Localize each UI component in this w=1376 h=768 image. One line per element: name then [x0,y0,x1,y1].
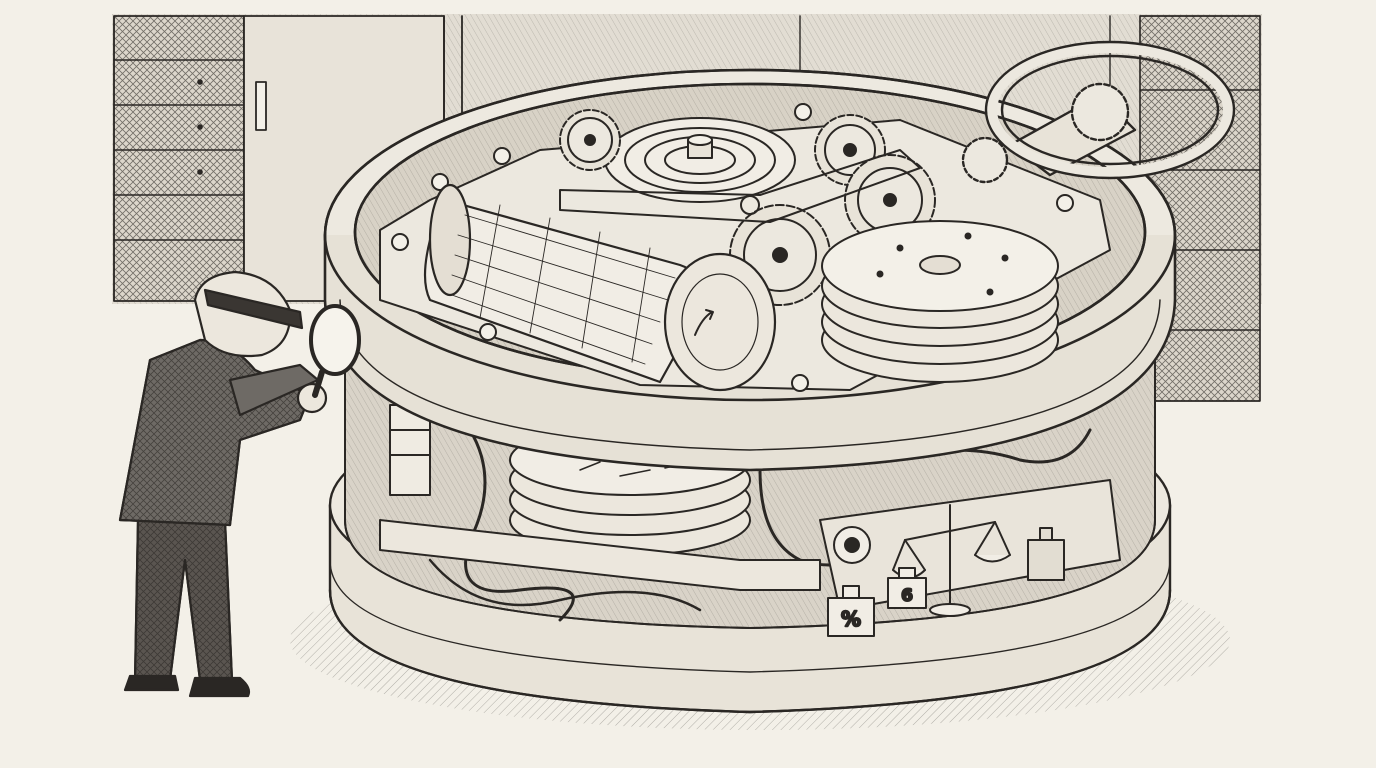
mainspring-icon [604,117,796,203]
left-cabinet [113,15,245,302]
six-weight-icon: 6 [887,567,927,609]
ruled-drum [423,183,777,392]
piston-cylinder [389,384,431,496]
box-weight-icon [1027,527,1065,581]
drum-ruling [451,204,676,365]
percent-weight-icon: % [827,585,875,637]
inspector-hand [296,382,328,414]
percent-weight-label: % [841,607,861,631]
magnifying-glass-icon [309,304,361,398]
balance-scale-icon [892,504,1011,617]
inspector-shoe [123,674,180,692]
inspector-figure [118,270,361,698]
lever-pivot [740,195,760,215]
small-interior-gear-icon [833,526,871,564]
shelf-plate [379,519,821,591]
winding-crank [961,40,1236,184]
rotation-arrow-icon [694,309,714,336]
upper-disc-stack [821,220,1059,383]
gear-icon [559,109,621,171]
inspector-headband [203,288,304,330]
pipe [428,558,702,612]
lever-arm [559,149,921,223]
inspector-shoe [188,676,251,698]
six-weight-label: 6 [901,586,913,606]
pipe [464,428,575,622]
